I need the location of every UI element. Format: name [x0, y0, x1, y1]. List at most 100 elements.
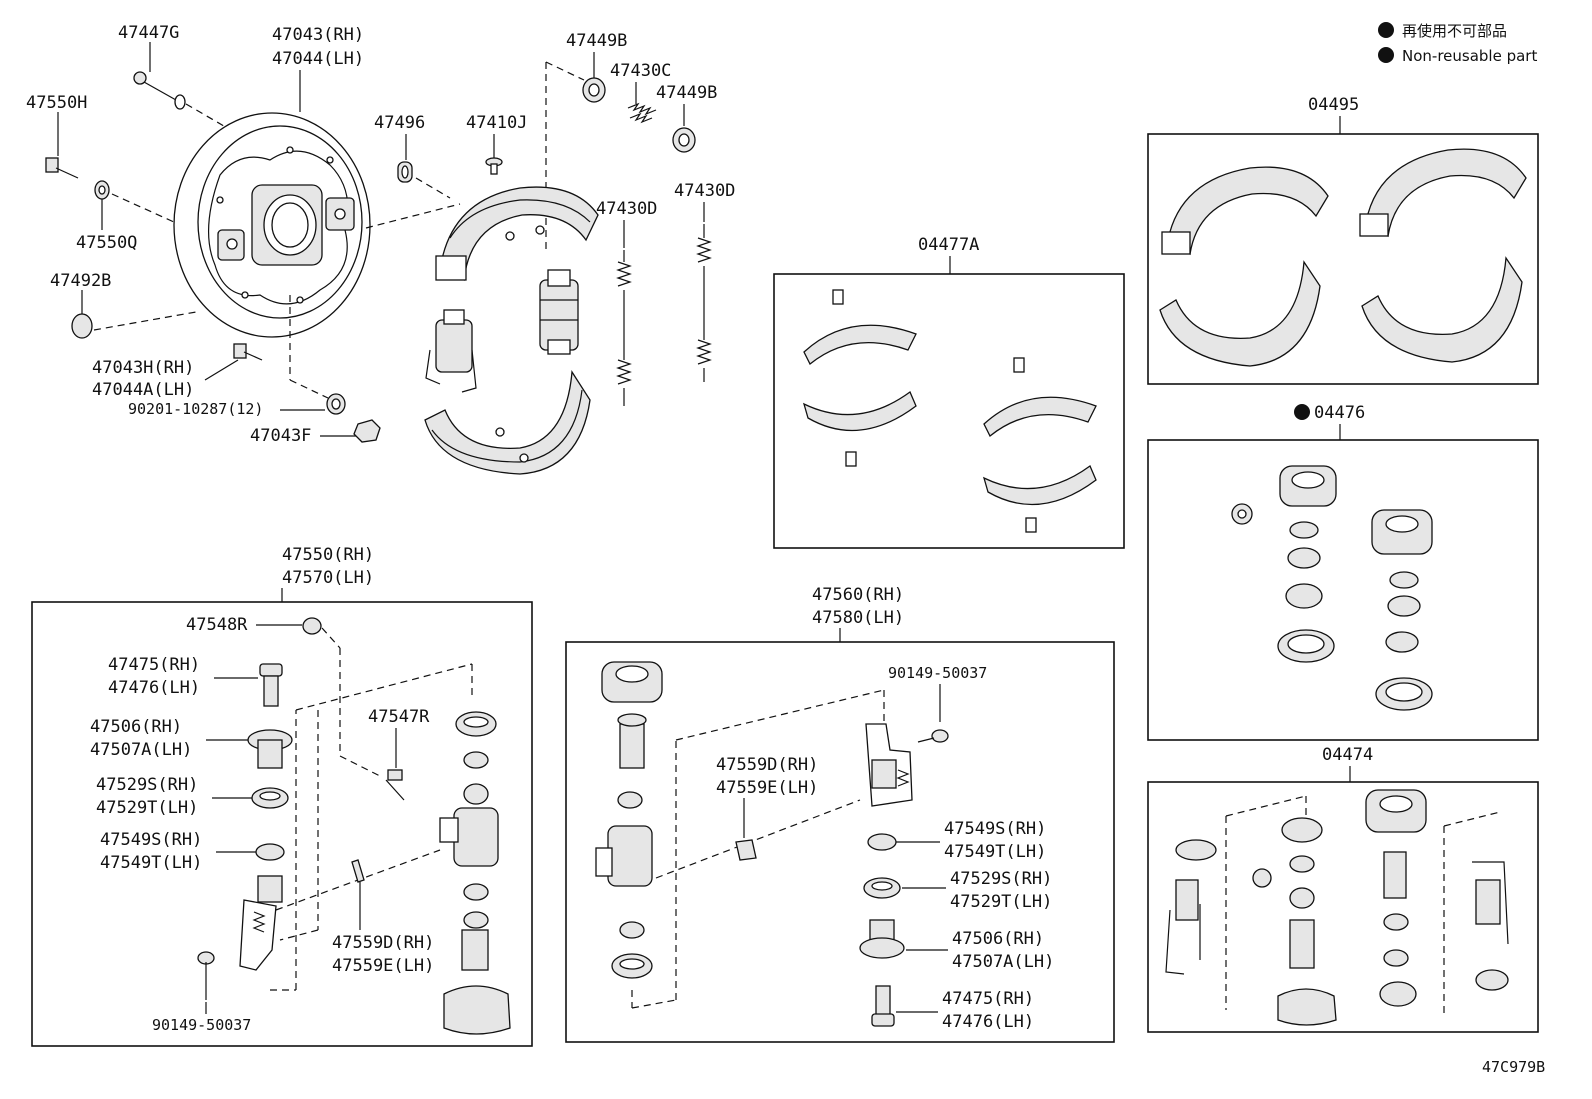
- wheel-cylinder-right-group: 47560(RH) 47580(LH) 90149-50037 4755: [565, 585, 1115, 1043]
- kit-box-04474: [1147, 781, 1539, 1033]
- part-label-90149-l: 90149-50037: [152, 1016, 251, 1034]
- cup-47549-l: [255, 843, 285, 861]
- part-label-04495: 04495: [1308, 95, 1359, 115]
- part-label-47410J: 47410J: [466, 113, 527, 133]
- non-reusable-dot-icon: [1378, 22, 1394, 38]
- part-label-90149-r: 90149-50037: [888, 664, 987, 682]
- box-47560: [565, 641, 1115, 1043]
- cup-47529-l: [251, 787, 289, 809]
- non-reusable-dot-icon: [1294, 404, 1310, 420]
- part-label-47449B-a: 47449B: [566, 31, 627, 51]
- clip-47559-l: [351, 859, 365, 883]
- kit-04476: 04476: [1147, 403, 1539, 741]
- part-label-47430D-b: 47430D: [674, 181, 735, 201]
- legend-jp: 再使用不可部品: [1402, 22, 1507, 40]
- box-47550: [31, 601, 533, 1047]
- adjuster-47559-l: [239, 875, 283, 971]
- bolt-90149-l: [197, 951, 215, 1000]
- part-label-47550Q: 47550Q: [76, 233, 137, 253]
- wheel-cylinder-small: [539, 269, 579, 355]
- part-label-04474: 04474: [1322, 745, 1373, 765]
- wheel-cylinder-left-group: 47550(RH) 47570(LH) 47548R 47475(RH) 474…: [31, 545, 533, 1047]
- cap-47548R: [302, 617, 322, 635]
- nut-47043F: [353, 419, 381, 443]
- part-label-47043RH: 47043(RH): [272, 25, 364, 45]
- piston-47506-l: [247, 729, 293, 769]
- lining-set-left: [802, 289, 917, 467]
- washer-47550Q: [94, 180, 110, 200]
- part-label-47548R: 47548R: [186, 615, 248, 635]
- kit-box-04477A: [773, 273, 1125, 549]
- part-label-47044A: 47044A(LH): [92, 380, 194, 400]
- part-label-90201: 90201-10287(12): [128, 400, 263, 418]
- cup-47449B-b: [672, 127, 696, 153]
- part-label-47550H: 47550H: [26, 93, 87, 113]
- legend: 再使用不可部品 Non-reusable part: [1378, 22, 1537, 65]
- shoe-pair-right: [1359, 148, 1527, 363]
- bolt-47043H: [233, 343, 263, 361]
- cup-47549-r: [867, 833, 897, 851]
- part-label-47492B: 47492B: [50, 271, 111, 291]
- plug-47492B: [71, 313, 93, 339]
- part-label-47475RH-r: 47475(RH): [942, 989, 1034, 1009]
- adjuster-47559-r: [865, 723, 913, 807]
- kit-box-04476: [1147, 439, 1539, 741]
- part-label-04477A: 04477A: [918, 235, 979, 255]
- spring-47430C: [627, 102, 657, 124]
- part-label-47506RH-l: 47506(RH): [90, 717, 182, 737]
- lining-set-right: [982, 357, 1097, 533]
- part-label-47550RH: 47550(RH): [282, 545, 374, 565]
- part-label-47430C: 47430C: [610, 61, 671, 81]
- part-label-47529SRH-r: 47529S(RH): [950, 869, 1052, 889]
- cylinder-stack-r: [595, 661, 663, 979]
- pin-47410J: [485, 157, 503, 175]
- part-label-47506RH-r: 47506(RH): [952, 929, 1044, 949]
- legend-en: Non-reusable part: [1402, 47, 1537, 65]
- part-label-47529TLH-r: 47529T(LH): [950, 892, 1052, 912]
- part-label-47529TLH-l: 47529T(LH): [96, 798, 198, 818]
- cylinder-stack-l: [439, 711, 511, 1035]
- part-label-47507ALH-r: 47507A(LH): [952, 952, 1054, 972]
- non-reusable-dot-icon: [1378, 47, 1394, 63]
- part-label-47507ALH-l: 47507A(LH): [90, 740, 192, 760]
- clip-47559-r: [735, 839, 757, 861]
- part-label-47549TLH-l: 47549T(LH): [100, 853, 202, 873]
- kit-04474: 04474: [1147, 745, 1539, 1033]
- part-label-47496: 47496: [374, 113, 425, 133]
- part-label-47549SRH-r: 47549S(RH): [944, 819, 1046, 839]
- cup-47529-r: [863, 877, 901, 899]
- kit-04477A: 04477A: [773, 235, 1125, 549]
- shoe-pair-left: [1159, 166, 1329, 367]
- part-label-47580LH: 47580(LH): [812, 608, 904, 628]
- part-label-47559DRH-r: 47559D(RH): [716, 755, 818, 775]
- brake-shoe-upper: [435, 186, 599, 281]
- shoe-spring-group: 47449B 47430C 47449B 47430D 47430D: [424, 31, 735, 475]
- part-label-47559ELH-l: 47559E(LH): [332, 956, 434, 976]
- part-label-47559ELH-r: 47559E(LH): [716, 778, 818, 798]
- part-label-47447G: 47447G: [118, 23, 179, 43]
- seal-set-left: [1231, 465, 1337, 663]
- backing-plate-47043: [173, 112, 371, 338]
- part-label-47549TLH-r: 47549T(LH): [944, 842, 1046, 862]
- spring-47430D-a: [616, 250, 632, 406]
- clip-47496: [397, 161, 413, 183]
- brake-shoe-lower: [424, 370, 591, 475]
- part-label-47570LH: 47570(LH): [282, 568, 374, 588]
- piston-47506-r: [859, 919, 905, 959]
- backing-plate-group: 47447G 47043(RH) 47044(LH) 47550H 47550Q…: [26, 23, 527, 446]
- bleeder-47475-l: [259, 663, 283, 707]
- part-label-47559DRH-l: 47559D(RH): [332, 933, 434, 953]
- part-label-47430D-a: 47430D: [596, 199, 657, 219]
- part-label-47547R: 47547R: [368, 707, 430, 727]
- part-label-47043F: 47043F: [250, 426, 311, 446]
- part-label-47476LH-l: 47476(LH): [108, 678, 200, 698]
- adjuster-small: [425, 309, 477, 393]
- seal-kit-parts: [1165, 789, 1509, 1026]
- bolt-47547R: [385, 769, 405, 801]
- part-label-47560RH: 47560(RH): [812, 585, 904, 605]
- part-label-47476LH-r: 47476(LH): [942, 1012, 1034, 1032]
- part-label-47549SRH-l: 47549S(RH): [100, 830, 202, 850]
- part-label-04476: 04476: [1314, 403, 1365, 423]
